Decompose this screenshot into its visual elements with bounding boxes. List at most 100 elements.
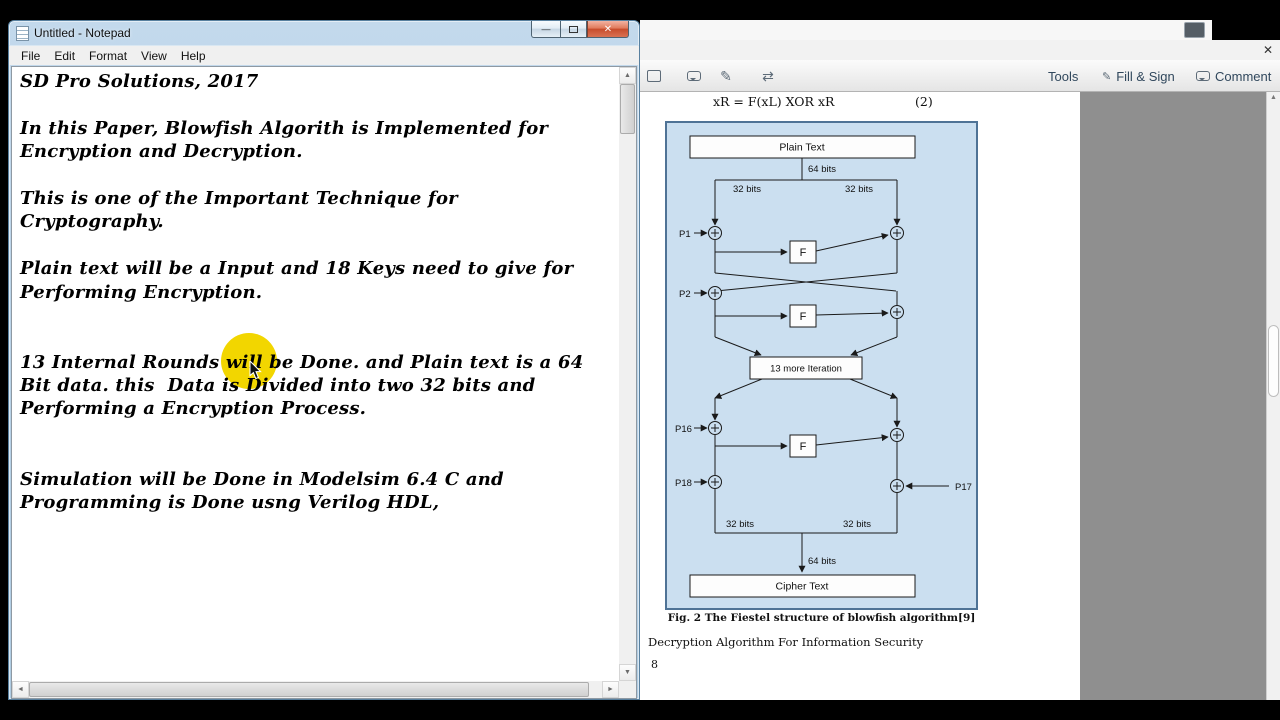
notepad-text-line [20, 234, 619, 257]
notepad-text-line: Encryption and Decryption. [20, 141, 303, 163]
notepad-text-line [20, 421, 619, 444]
fig-cipher-text-label: Cipher Text [776, 581, 829, 593]
sticky-note-icon[interactable] [644, 67, 664, 85]
cipher-text-box [689, 574, 916, 598]
notepad-window: Untitled - Notepad — ✕ File Edit Format Vie… [8, 20, 640, 700]
notepad-text-line [20, 93, 619, 116]
fig-64bits-bottom: 64 bits [808, 556, 836, 567]
fig-p2-label: P2 [679, 289, 691, 300]
comment-button[interactable]: Comment [1196, 60, 1271, 92]
pdf-document-area: xR = F(xL) XOR xR (2) Plain Text [640, 92, 1266, 700]
vertical-scrollbar[interactable]: ▲ ▼ [619, 67, 636, 681]
document-footer-text: Decryption Algorithm For Information Sec… [648, 635, 924, 649]
scroll-up-icon[interactable]: ▲ [619, 67, 636, 84]
scrollbar-corner [619, 681, 636, 698]
vertical-scroll-thumb[interactable] [620, 84, 635, 134]
fig-32bits-right: 32 bits [845, 184, 873, 195]
click-highlight-circle [221, 333, 277, 389]
equation-text: xR = F(xL) XOR xR [713, 94, 835, 109]
note-shape [647, 70, 661, 82]
fig-f-label: F [800, 247, 807, 259]
pdf-titlebar[interactable] [640, 20, 1280, 40]
scroll-down-icon[interactable]: ▼ [619, 664, 636, 681]
notepad-text-line: In this Paper, Blowfish Algorith is Impl… [20, 117, 549, 139]
tools-button[interactable]: Tools [1048, 60, 1078, 92]
fig-p16-label: P16 [675, 424, 692, 435]
notepad-text-line [20, 304, 619, 327]
fig-iteration-label: 13 more Iteration [770, 364, 842, 375]
notepad-text-line [20, 444, 619, 467]
fig-f-label: F [800, 441, 807, 453]
close-button[interactable]: ✕ [587, 21, 629, 38]
menu-item[interactable]: View [141, 48, 167, 63]
menu-item[interactable]: Edit [54, 48, 76, 63]
maximize-icon [569, 25, 578, 33]
notepad-titlebar[interactable]: Untitled - Notepad — ✕ [9, 21, 639, 45]
comment-label: Comment [1215, 68, 1272, 84]
horizontal-scrollbar[interactable]: ◄ ► [12, 681, 619, 698]
window-title: Untitled - Notepad [34, 26, 131, 40]
fig-p17-label: P17 [955, 482, 972, 493]
bubble-shape [687, 71, 701, 81]
scroll-left-icon[interactable]: ◄ [12, 681, 29, 698]
pdf-page: xR = F(xL) XOR xR (2) Plain Text [640, 92, 1080, 700]
notepad-app-icon [16, 25, 29, 41]
horizontal-scroll-thumb[interactable] [29, 682, 589, 697]
minimize-button[interactable]: — [531, 21, 560, 38]
fig-32bits-left: 32 bits [733, 184, 761, 195]
fig-f-label: F [800, 311, 807, 323]
notepad-text-line [20, 164, 619, 187]
notepad-text-line: Cryptography. [20, 211, 164, 233]
pdf-scroll-up-icon[interactable]: ▲ [1270, 94, 1277, 101]
signature-pen-icon[interactable]: ✎ [720, 67, 732, 84]
scroll-right-icon[interactable]: ► [602, 681, 619, 698]
menu-item[interactable]: Format [89, 48, 128, 63]
pdf-menustrip: ✕ [640, 40, 1280, 60]
fig-64bits-top: 64 bits [808, 164, 836, 175]
pen-icon: ✎ [1102, 70, 1112, 83]
fig-32bits-bl: 32 bits [726, 519, 754, 530]
resize-arrows-icon[interactable]: ⇄ [762, 67, 774, 84]
blowfish-figure: Plain Text 64 bits 32 bits 32 bits P1 [665, 121, 978, 610]
notepad-text-line: 13 Internal Rounds will be Done. and Pla… [20, 351, 584, 373]
notepad-text-line [20, 327, 619, 350]
fill-sign-label: Fill & Sign [1116, 68, 1175, 84]
figure-caption: Fig. 2 The Fiestel structure of blowfish… [667, 612, 976, 624]
notepad-text-line: This is one of the Important Technique f… [20, 187, 458, 209]
fig-p18-label: P18 [675, 478, 692, 489]
page-number: 8 [651, 658, 658, 671]
menu-item[interactable]: File [21, 48, 41, 63]
fill-sign-button[interactable]: ✎ Fill & Sign [1102, 60, 1175, 92]
f-box [789, 434, 817, 458]
f-box [789, 240, 817, 264]
notepad-text-line: SD Pro Solutions, 2017 [20, 71, 259, 92]
pdf-scroll-thumb[interactable] [1268, 325, 1279, 397]
notepad-text-line: Performing Encryption. [20, 281, 263, 303]
notepad-text-line: Bit data. this Data is Divided into two … [20, 375, 536, 397]
notepad-text-line: Plain text will be a Input and 18 Keys n… [20, 258, 574, 280]
comment-bubble-icon[interactable] [684, 67, 704, 85]
notepad-menubar: File Edit Format View Help [9, 45, 639, 65]
fig-plain-text-label: Plain Text [779, 142, 824, 154]
fig-p1-label: P1 [679, 229, 691, 240]
window-control-button[interactable] [1184, 22, 1205, 38]
comment-icon [1196, 71, 1210, 81]
notepad-text-line: Performing a Encryption Process. [20, 398, 367, 420]
notepad-text-area[interactable]: SD Pro Solutions, 2017 In this Paper, Blo… [12, 67, 619, 681]
pdf-toolbar: ✎ ⇄ Tools ✎ Fill & Sign Comment [640, 60, 1280, 92]
feistel-diagram: Plain Text 64 bits 32 bits 32 bits P1 [675, 135, 972, 598]
iteration-box [749, 356, 863, 380]
tools-label: Tools [1048, 68, 1079, 84]
close-icon[interactable]: ✕ [1262, 43, 1274, 57]
equation-number: (2) [915, 94, 933, 109]
notepad-text-line: Simulation will be Done in Modelsim 6.4 … [20, 468, 504, 490]
f-box [789, 304, 817, 328]
maximize-button[interactable] [560, 21, 587, 38]
fig-32bits-br: 32 bits [843, 519, 871, 530]
menu-item[interactable]: Help [180, 48, 206, 63]
pdf-scrollbar[interactable]: ▲ [1266, 92, 1280, 700]
notepad-client-area: SD Pro Solutions, 2017 In this Paper, Blo… [11, 66, 637, 699]
video-black-corner [1212, 20, 1280, 40]
pdf-viewer: ✕ ✎ ⇄ Tools ✎ Fill & Sign Comment [640, 20, 1280, 700]
